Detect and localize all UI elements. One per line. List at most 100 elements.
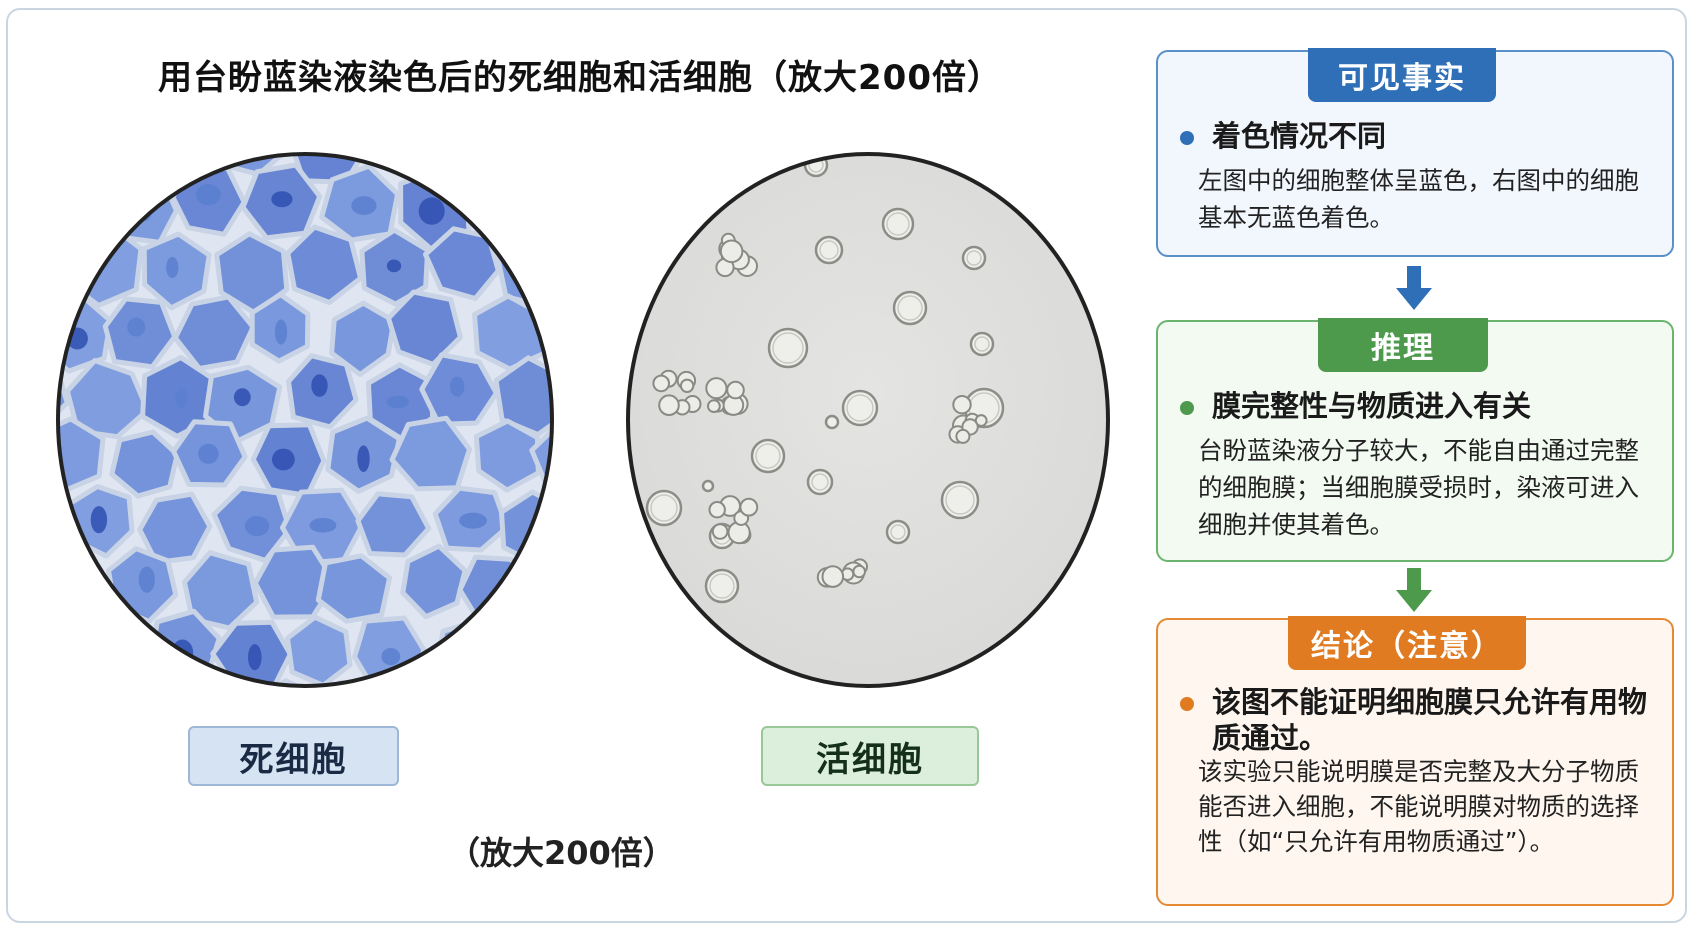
dead-cell-nucleus: [274, 319, 288, 345]
dead-cell: [58, 154, 77, 178]
dead-cell-nucleus: [248, 644, 262, 671]
dead-cell-nucleus: [198, 443, 219, 464]
dead-cell: [60, 605, 141, 685]
dead-cell-nucleus: [244, 516, 270, 537]
figure-frame: 用台盼蓝染液染色后的死细胞和活细胞（放大200倍）: [6, 8, 1687, 923]
dead-cell-nucleus: [459, 512, 487, 529]
live-cell-cluster: [852, 564, 866, 579]
visible-facts-heading-row: 着色情况不同: [1180, 118, 1652, 154]
visible-facts-heading: 着色情况不同: [1212, 119, 1387, 153]
live-cell: [750, 438, 786, 474]
visible-facts-tab: 可见事实: [1308, 48, 1496, 102]
dead-cell-nucleus: [166, 256, 179, 279]
live-cell-cluster: [652, 374, 671, 393]
live-cells-micrograph: [604, 130, 1132, 710]
dead-cell: [113, 681, 177, 686]
live-cell: [841, 389, 879, 427]
dead-cells-image: [34, 130, 576, 711]
live-cell-membrane: [755, 443, 781, 469]
live-cell-membrane: [897, 295, 923, 321]
dead-cell: [138, 154, 206, 180]
reasoning-tab: 推理: [1318, 318, 1488, 372]
live-cell-cluster: [658, 394, 680, 417]
live-cell: [940, 480, 980, 520]
dead-cell-nucleus: [238, 136, 257, 149]
dead-cell: [366, 154, 436, 172]
dead-cell-nucleus: [556, 443, 576, 466]
dead-cell: [543, 550, 552, 628]
arrow-down-icon: [1396, 568, 1432, 612]
visible-facts-box: 可见事实 着色情况不同 左图中的细胞整体呈蓝色，右图中的细胞基本无蓝色着色。: [1156, 48, 1674, 257]
dead-cell: [252, 678, 326, 686]
dead-cell-nucleus: [418, 197, 445, 225]
dead-cell-nucleus: [272, 448, 295, 471]
dead-cell: [573, 130, 576, 183]
live-cell-cluster: [974, 414, 988, 427]
dead-cell-nucleus: [413, 708, 436, 710]
dead-cell-nucleus: [34, 640, 36, 659]
dot-icon: [1180, 697, 1194, 711]
dead-cell: [473, 418, 541, 493]
dead-cell: [174, 672, 246, 686]
dead-cell: [400, 543, 468, 620]
dead-cell-nucleus: [309, 518, 337, 533]
dead-cell-nucleus: [449, 130, 471, 143]
dead-cell-nucleus: [127, 317, 146, 337]
live-cell: [885, 519, 911, 545]
live-cell-cluster: [821, 565, 845, 588]
live-cell-cluster: [739, 497, 759, 517]
dot-icon: [1180, 131, 1194, 145]
dead-cell-nucleus: [311, 374, 328, 397]
live-cell: [645, 489, 683, 527]
dead-cell: [105, 176, 179, 245]
reasoning-heading-row: 膜完整性与物质进入有关: [1180, 388, 1652, 424]
live-cell-cluster: [719, 239, 744, 264]
dead-cell: [58, 559, 103, 631]
live-cell: [651, 192, 677, 218]
live-cell-cluster: [707, 399, 721, 414]
dead-cell: [431, 154, 497, 171]
live-cell-membrane: [772, 332, 804, 364]
reasoning-body: 台盼蓝染液分子较大，不能自由通过完整的细胞膜；当细胞膜受损时，染液可进入细胞并使…: [1198, 436, 1639, 539]
dead-cell: [355, 491, 432, 558]
dead-cell-nucleus: [96, 154, 119, 157]
dead-cell: [172, 294, 256, 371]
live-cell-membrane: [811, 473, 829, 491]
dead-cell: [58, 232, 67, 307]
dead-cell-nucleus: [381, 648, 401, 666]
dead-cell: [462, 670, 540, 686]
dead-cell: [285, 224, 364, 305]
dead-cell: [434, 618, 511, 686]
live-cell-membrane: [628, 267, 643, 289]
magnification-note: （放大200倍）: [448, 834, 675, 872]
figure-title: 用台盼蓝染液染色后的死细胞和活细胞（放大200倍）: [158, 58, 1002, 98]
live-cell-membrane: [819, 240, 839, 260]
dead-cell: [392, 678, 465, 686]
dead-cell: [538, 164, 552, 250]
live-cell-membrane: [656, 197, 672, 213]
dead-cell-nucleus: [90, 506, 108, 534]
dead-cell-nucleus: [351, 196, 377, 215]
dead-cell: [58, 611, 65, 686]
dead-cells-label: 死细胞: [188, 726, 399, 786]
live-cell-membrane: [709, 573, 735, 599]
live-cell-membrane: [886, 212, 910, 236]
dead-cell: [58, 416, 106, 493]
dead-cell-nucleus: [275, 708, 299, 711]
live-cells-image: [626, 152, 1110, 688]
dead-cell-nucleus: [450, 376, 465, 397]
dead-cell: [34, 429, 35, 501]
live-cell-cluster: [726, 380, 745, 400]
dead-cell-nucleus: [138, 566, 155, 593]
conclusion-heading: 该图不能证明细胞膜只允许有用物质通过。: [1212, 685, 1648, 755]
dead-cell: [315, 553, 393, 624]
live-cell: [718, 159, 750, 191]
reasoning-heading: 膜完整性与物质进入有关: [1212, 389, 1532, 423]
dead-cell-nucleus: [233, 388, 251, 407]
conclusion-heading-row: 该图不能证明细胞膜只允许有用物质通过。: [1180, 684, 1652, 756]
dead-cell: [386, 289, 463, 367]
dead-cell-nucleus: [357, 445, 370, 473]
live-cell: [892, 290, 928, 326]
live-cells-label: 活细胞: [761, 726, 979, 786]
dead-cell: [34, 304, 36, 370]
